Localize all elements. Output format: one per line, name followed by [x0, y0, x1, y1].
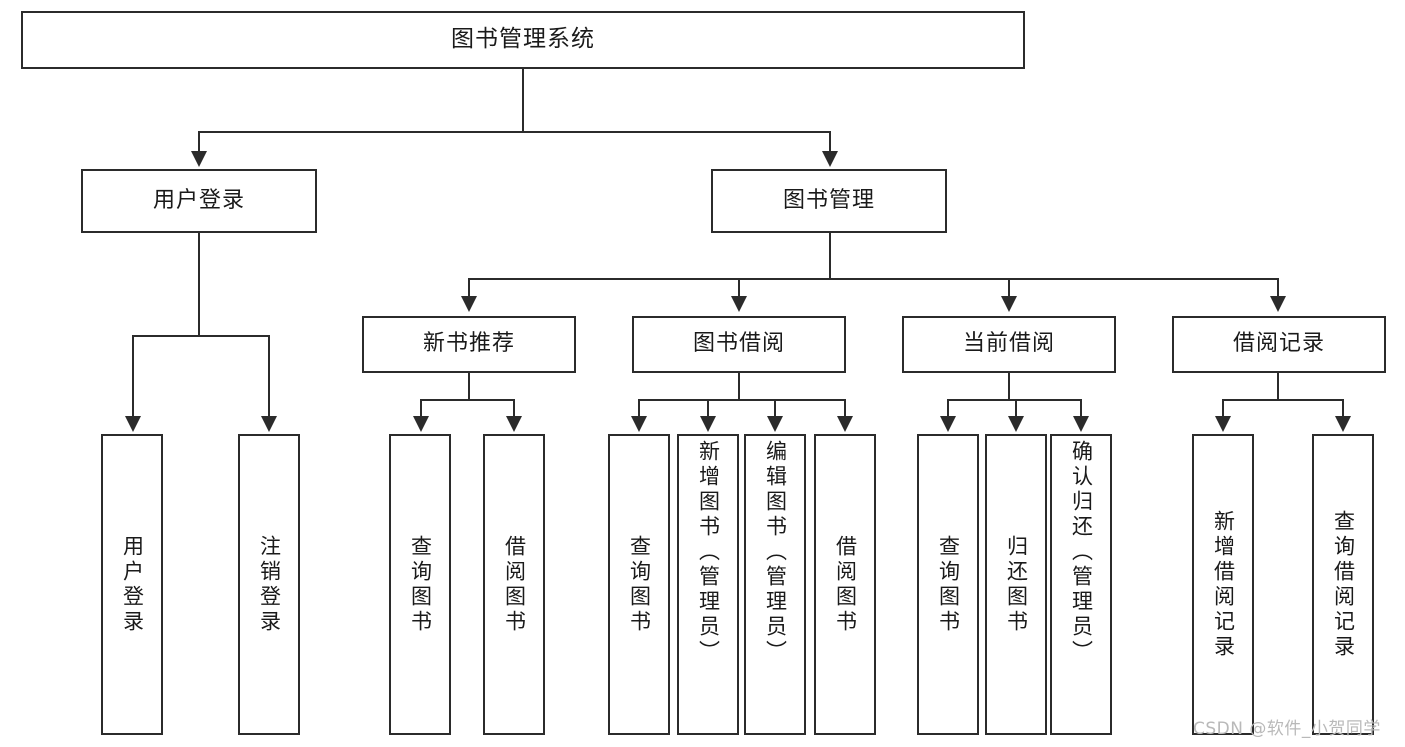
leaf-record-query-borrow-record[interactable]: 查询借阅记录 — [1312, 434, 1374, 735]
node-label: 编辑图书（管理员） — [763, 440, 788, 665]
connector-drop-leaf-user-login — [132, 335, 134, 417]
connector-book-borrow-stem — [738, 373, 740, 400]
connector-drop-cb-return — [1015, 399, 1017, 417]
connector-drop-new-book — [468, 278, 470, 298]
node-label: 新增借阅记录 — [1211, 509, 1236, 660]
node-label: 查询图书 — [627, 534, 652, 635]
node-label: 注销登录 — [257, 534, 282, 635]
connector-drop-bb-query — [638, 399, 640, 417]
connector-new-book-bus — [420, 399, 515, 401]
node-label: 用户登录 — [120, 534, 145, 635]
arrowhead-cb-return — [1008, 416, 1024, 432]
node-new-book-recommend[interactable]: 新书推荐 — [362, 316, 576, 373]
leaf-record-add-borrow-record[interactable]: 新增借阅记录 — [1192, 434, 1254, 735]
arrowhead-bb-add — [700, 416, 716, 432]
arrowhead-br-add — [1215, 416, 1231, 432]
node-user-login[interactable]: 用户登录 — [81, 169, 317, 233]
node-label: 查询图书 — [936, 534, 961, 635]
connector-borrow-record-bus — [1222, 399, 1343, 401]
node-label: 归还图书 — [1004, 534, 1029, 635]
leaf-bookborrow-query-book[interactable]: 查询图书 — [608, 434, 670, 735]
leaf-currentborrow-return-book[interactable]: 归还图书 — [985, 434, 1047, 735]
node-borrow-record[interactable]: 借阅记录 — [1172, 316, 1386, 373]
arrowhead-new-book — [461, 296, 477, 312]
connector-book-borrow-bus — [638, 399, 846, 401]
arrowhead-current-borrow — [1001, 296, 1017, 312]
leaf-currentborrow-query-book[interactable]: 查询图书 — [917, 434, 979, 735]
node-label: 图书管理 — [782, 187, 875, 213]
arrowhead-user-login — [191, 151, 207, 167]
connector-root-stem — [522, 69, 524, 132]
connector-drop-nb-borrow — [513, 399, 515, 417]
arrowhead-borrow-record — [1270, 296, 1286, 312]
node-label: 当前借阅 — [962, 331, 1055, 357]
node-label: 确认归还（管理员） — [1069, 440, 1094, 665]
leaf-bookborrow-add-book-admin[interactable]: 新增图书（管理员） — [677, 434, 739, 735]
connector-drop-bb-add — [707, 399, 709, 417]
connector-current-borrow-stem — [1008, 373, 1010, 400]
connector-root-bus — [198, 131, 830, 133]
arrowhead-bb-query — [631, 416, 647, 432]
connector-drop-cb-query — [947, 399, 949, 417]
leaf-bookborrow-borrow-book[interactable]: 借阅图书 — [814, 434, 876, 735]
connector-drop-br-query — [1342, 399, 1344, 417]
node-label: 用户登录 — [152, 187, 245, 213]
arrowhead-cb-query — [940, 416, 956, 432]
leaf-newbook-query-book[interactable]: 查询图书 — [389, 434, 451, 735]
node-book-management[interactable]: 图书管理 — [711, 169, 947, 233]
node-label: 新增图书（管理员） — [696, 440, 721, 665]
node-root-system[interactable]: 图书管理系统 — [21, 11, 1025, 69]
node-label: 图书管理系统 — [451, 26, 595, 53]
arrowhead-nb-query — [413, 416, 429, 432]
leaf-currentborrow-confirm-return-admin[interactable]: 确认归还（管理员） — [1050, 434, 1112, 735]
connector-drop-book-borrow — [738, 278, 740, 298]
connector-drop-bb-edit — [774, 399, 776, 417]
connector-user-login-stem — [198, 233, 200, 336]
arrowhead-leaf-logout — [261, 416, 277, 432]
arrowhead-br-query — [1335, 416, 1351, 432]
node-label: 借阅记录 — [1232, 331, 1325, 357]
leaf-user-login[interactable]: 用户登录 — [101, 434, 163, 735]
arrowhead-nb-borrow — [506, 416, 522, 432]
connector-new-book-stem — [468, 373, 470, 400]
node-book-borrow[interactable]: 图书借阅 — [632, 316, 846, 373]
arrowhead-leaf-user-login — [125, 416, 141, 432]
connector-borrow-record-stem — [1277, 373, 1279, 400]
arrowhead-bb-edit — [767, 416, 783, 432]
connector-book-manage-stem — [829, 233, 831, 279]
node-label: 查询图书 — [408, 534, 433, 635]
connector-drop-br-add — [1222, 399, 1224, 417]
node-label: 借阅图书 — [502, 534, 527, 635]
node-current-borrow[interactable]: 当前借阅 — [902, 316, 1116, 373]
arrowhead-book-borrow — [731, 296, 747, 312]
node-label: 借阅图书 — [833, 534, 858, 635]
connector-drop-leaf-logout — [268, 335, 270, 417]
connector-drop-book-manage — [829, 131, 831, 153]
leaf-logout[interactable]: 注销登录 — [238, 434, 300, 735]
arrowhead-book-manage — [822, 151, 838, 167]
connector-drop-borrow-record — [1277, 278, 1279, 298]
node-label: 图书借阅 — [692, 331, 785, 357]
arrowhead-cb-confirm — [1073, 416, 1089, 432]
leaf-bookborrow-edit-book-admin[interactable]: 编辑图书（管理员） — [744, 434, 806, 735]
node-label: 查询借阅记录 — [1331, 509, 1356, 660]
connector-drop-bb-borrow — [844, 399, 846, 417]
connector-book-manage-bus — [468, 278, 1278, 280]
connector-user-login-bus — [132, 335, 268, 337]
connector-drop-user-login — [198, 131, 200, 153]
connector-drop-nb-query — [420, 399, 422, 417]
arrowhead-bb-borrow — [837, 416, 853, 432]
connector-drop-current-borrow — [1008, 278, 1010, 298]
node-label: 新书推荐 — [422, 331, 515, 357]
connector-current-borrow-bus — [947, 399, 1081, 401]
connector-drop-cb-confirm — [1080, 399, 1082, 417]
leaf-newbook-borrow-book[interactable]: 借阅图书 — [483, 434, 545, 735]
